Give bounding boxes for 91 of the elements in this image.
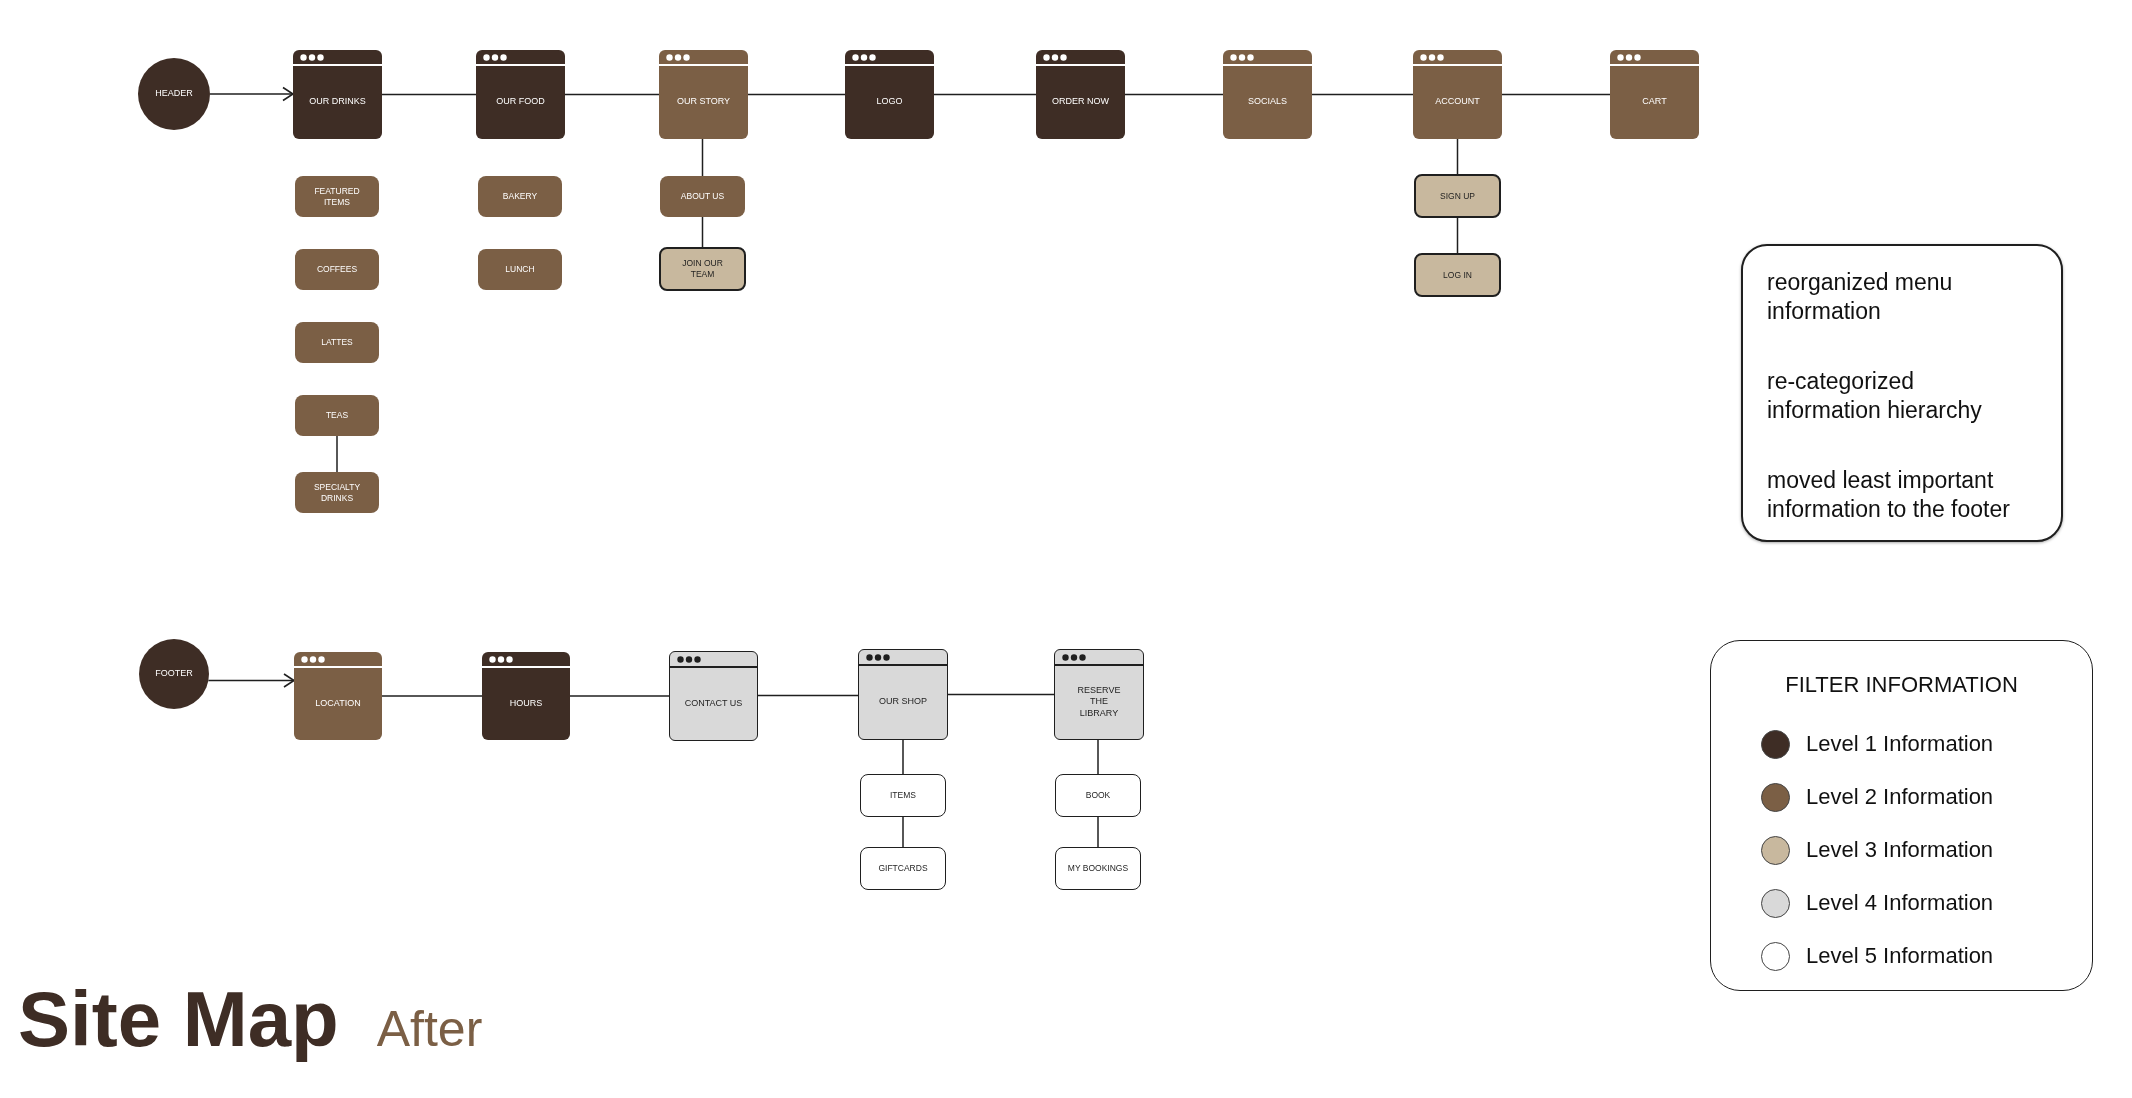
page-window <box>1223 50 1312 139</box>
notes-box <box>1741 244 2063 542</box>
connector-line <box>1124 93 1224 96</box>
page-window <box>659 50 748 139</box>
connector-line <box>569 695 670 697</box>
node-label: BOOK <box>1085 790 1111 801</box>
node-label: LOGO <box>876 96 903 108</box>
connector-line <box>1456 217 1459 254</box>
legend-text: Level 1 Information <box>1806 730 1994 758</box>
node-label: SOCIALS <box>1248 96 1287 108</box>
connector-line <box>701 216 704 248</box>
node-label: JOIN OUR TEAM <box>681 258 724 280</box>
page-window <box>669 651 758 741</box>
subpage-box <box>660 176 745 217</box>
note-text: reorganized menu information <box>1767 268 1954 326</box>
node-label: LATTES <box>321 337 353 348</box>
connector-line <box>701 138 704 177</box>
node-label: ITEMS <box>890 790 916 801</box>
connector-line <box>902 739 904 775</box>
subpage-box <box>659 247 746 291</box>
title-suffix: After <box>376 1004 483 1054</box>
connector-line <box>381 695 483 697</box>
arrow <box>209 86 294 102</box>
node-label: SIGN UP <box>1440 190 1475 202</box>
node-label: ORDER NOW <box>1052 96 1109 108</box>
page-window <box>1413 50 1502 139</box>
legend-text: Level 2 Information <box>1806 783 1994 811</box>
node-label: BAKERY <box>502 191 538 202</box>
page-window <box>482 652 570 740</box>
page-window <box>858 649 948 740</box>
page-window <box>845 50 934 139</box>
legend-text: Level 3 Information <box>1806 836 1994 864</box>
subpage-box <box>1055 774 1141 817</box>
subpage-box <box>295 249 379 290</box>
node-label: GIFTCARDS <box>878 863 928 874</box>
subpage-box <box>1414 253 1501 297</box>
node-label: ACCOUNT <box>1435 96 1480 108</box>
legend-text: Level 4 Information <box>1806 889 1994 917</box>
connector-line <box>1311 93 1414 96</box>
node-label: FOOTER <box>155 668 193 680</box>
node-label: ABOUT US <box>680 191 725 202</box>
node-label: MY BOOKINGS <box>1067 863 1129 874</box>
subpage-box <box>1414 174 1501 218</box>
node-label: TEAS <box>325 410 349 421</box>
connector-line <box>757 694 859 697</box>
connector-line <box>381 93 477 96</box>
node-label: OUR DRINKS <box>309 96 366 108</box>
arrow <box>207 673 295 688</box>
connector-line <box>747 93 846 96</box>
node-label: LOG IN <box>1443 269 1472 281</box>
node-label: RESERVE THE LIBRARY <box>1076 685 1122 719</box>
connector-line <box>1097 816 1099 848</box>
subpage-box <box>295 472 379 513</box>
note-text: moved least important information to the footer <box>1767 466 2011 524</box>
subpage-box <box>860 774 946 817</box>
note-text: re-categorized information hierarchy <box>1767 367 1983 425</box>
node-label: COFFEES <box>316 264 358 275</box>
connector-line <box>1501 93 1611 96</box>
subpage-box <box>478 249 562 290</box>
node-label: LUNCH <box>505 264 535 275</box>
node-label: OUR FOOD <box>496 96 545 108</box>
node-label: FEATURED ITEMS <box>313 185 361 208</box>
connector-line <box>564 93 660 96</box>
node-label: HEADER <box>155 88 193 100</box>
connector-line <box>947 693 1055 696</box>
legend-text: Level 5 Information <box>1806 942 1994 970</box>
subpage-box <box>860 847 946 890</box>
node-label: CART <box>1642 96 1667 108</box>
subpage-box <box>295 322 379 363</box>
subpage-box <box>295 395 379 436</box>
connector-line <box>1097 739 1099 775</box>
subpage-box <box>1055 847 1141 890</box>
node-label: CONTACT US <box>684 697 743 710</box>
connector-line <box>1456 138 1459 175</box>
connector-line <box>933 93 1037 96</box>
node-label: LOCATION <box>315 697 361 710</box>
page-window <box>1054 649 1144 740</box>
page-window <box>293 50 382 139</box>
node-label: SPECIALTY DRINKS <box>312 481 362 504</box>
node-label: OUR SHOP <box>879 696 927 708</box>
node-label: HOURS <box>509 697 543 710</box>
connector-line <box>902 816 904 848</box>
page-window <box>1610 50 1699 139</box>
subpage-box <box>295 176 379 217</box>
page-window <box>476 50 565 139</box>
connector-line <box>336 435 338 473</box>
legend-title: FILTER INFORMATION <box>1784 671 2019 699</box>
page-window <box>294 652 382 740</box>
node-label: OUR STORY <box>676 96 731 108</box>
subpage-box <box>478 176 562 217</box>
page-window <box>1036 50 1125 139</box>
